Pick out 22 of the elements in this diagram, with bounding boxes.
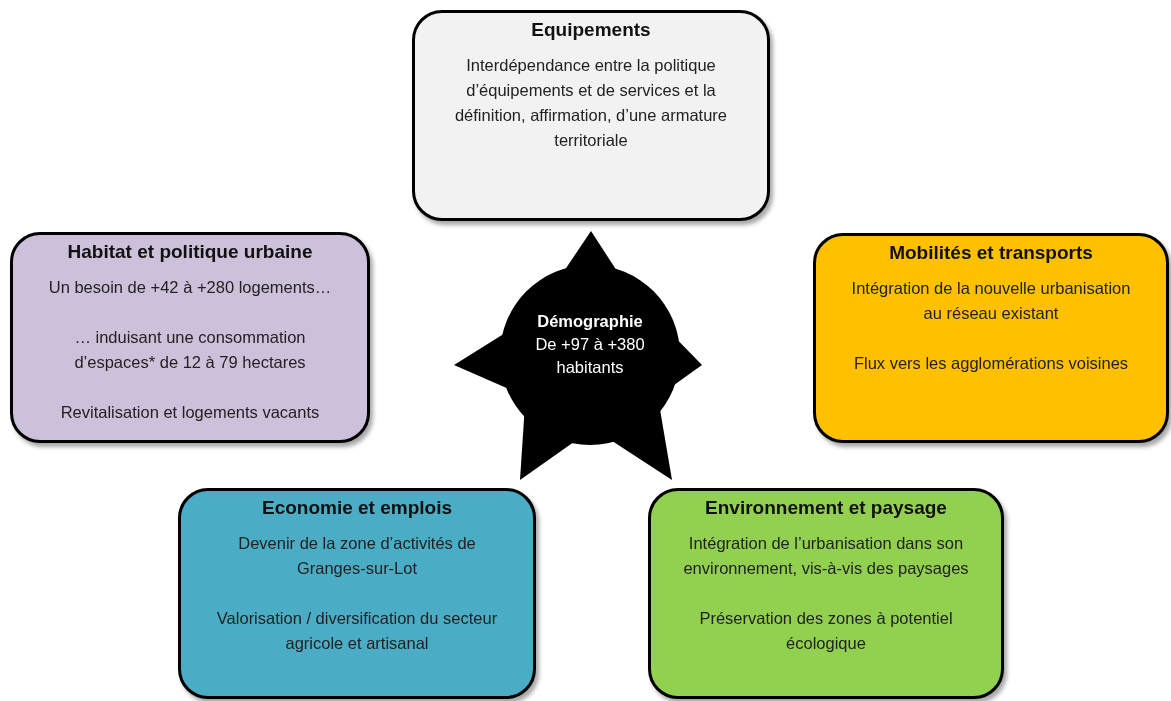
box-text: Intégration de l’urbanisation dans son environnement, vis-à-vis des paysages — [682, 533, 970, 579]
box-text: Un besoin de +42 à +280 logements… — [47, 277, 333, 298]
box-text: Flux vers les agglomérations voisines — [852, 353, 1130, 374]
box-text: … induisant une consommation d’espaces* de 12 à 79 hectares — [73, 327, 307, 373]
box-text: Devenir de la zone d’activités de Granges-sur-Lot — [237, 533, 477, 579]
box-text: Valorisation / diversification du secteur agricole et artisanal — [215, 608, 499, 654]
topic-box — [10, 232, 370, 443]
box-title: Equipements — [530, 19, 652, 41]
box-title: Habitat et politique urbaine — [66, 241, 314, 263]
box-text: Intégration de la nouvelle urbanisation au réseau existant — [850, 278, 1132, 324]
star-text: De +97 à +380 habitants — [534, 334, 646, 378]
box-text: Revitalisation et logements vacants — [59, 402, 321, 423]
topic-box — [178, 488, 536, 699]
topic-box — [813, 233, 1169, 443]
box-text: Interdépendance entre la politique d’équipements et de services et la définition, affirmation, d’une armature territoriale — [453, 55, 729, 151]
box-title: Environnement et paysage — [704, 497, 948, 519]
topic-box — [648, 488, 1004, 699]
box-title: Economie et emplois — [260, 497, 453, 519]
topic-box — [412, 10, 770, 221]
star-title: Démographie — [536, 311, 644, 332]
box-text: Préservation des zones à potentiel écologique — [698, 608, 954, 654]
box-title: Mobilités et transports — [888, 242, 1094, 264]
